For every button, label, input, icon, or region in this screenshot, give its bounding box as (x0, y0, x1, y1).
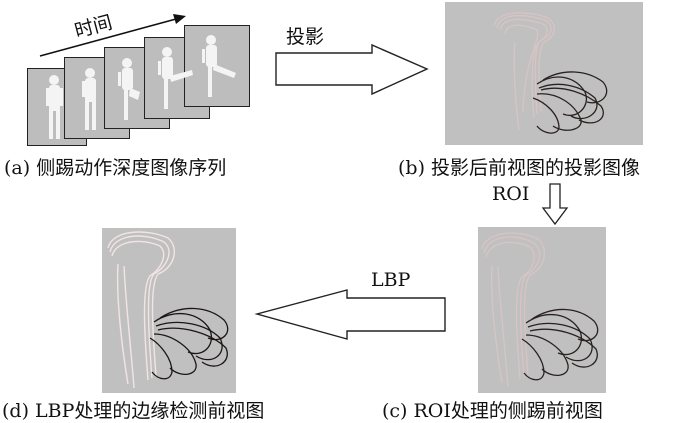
roi-image (478, 227, 606, 393)
caption-a: (a) 侧踢动作深度图像序列 (4, 157, 227, 179)
projection-image (445, 2, 643, 145)
projection-label: 投影 (286, 26, 325, 48)
lbp-outline (107, 231, 229, 389)
caption-c: (c) ROI处理的侧踢前视图 (382, 400, 603, 422)
projection-outline (493, 12, 608, 134)
lbp-image (102, 228, 236, 393)
roi-outline (481, 232, 599, 388)
roi-label: ROI (492, 183, 530, 205)
lbp-label: LBP (371, 269, 411, 291)
caption-d: (d) LBP处理的边缘检测前视图 (2, 400, 265, 422)
caption-b: (b) 投影后前视图的投影图像 (398, 157, 641, 179)
